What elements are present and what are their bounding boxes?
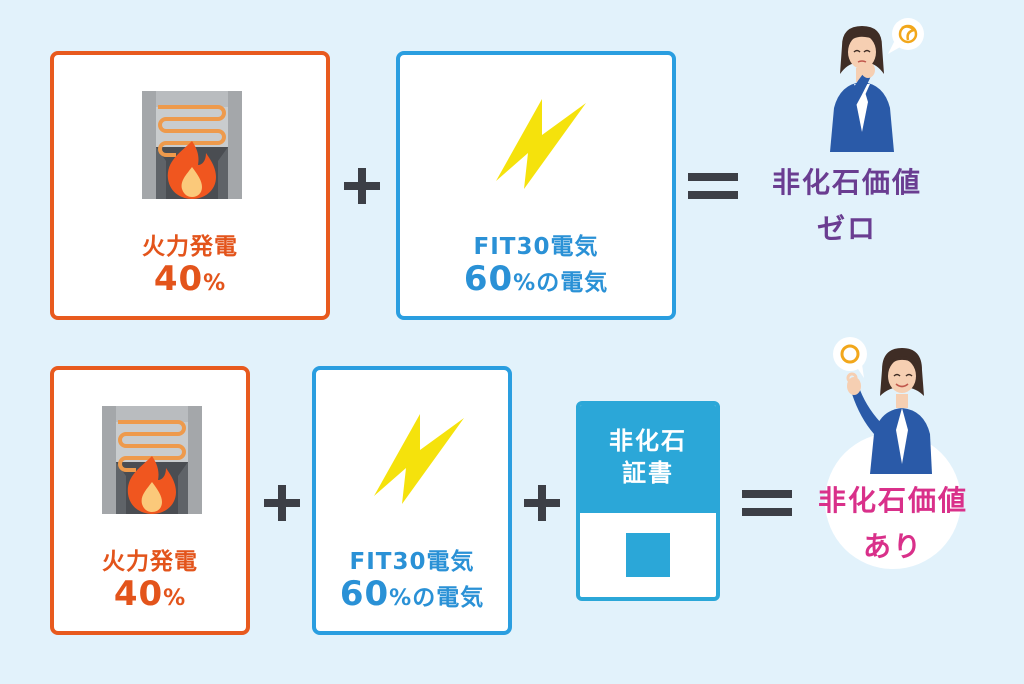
plus-sign — [264, 485, 300, 521]
lightning-bolt-icon — [360, 408, 470, 518]
result-available-line2: あり — [862, 530, 923, 563]
fit-electricity-percent: 60%の電気 — [463, 259, 609, 299]
fire-power-percent: 40% — [153, 259, 227, 299]
lightning-bolt-icon — [482, 93, 592, 203]
fire-power-label: 火力発電 — [142, 234, 238, 260]
fire-power-box: 火力発電 40% — [50, 51, 330, 320]
certificate-line2: 証書 — [622, 459, 674, 487]
certificate-header: 非化石 証書 — [580, 405, 716, 513]
worried-woman-icon — [830, 18, 924, 152]
result-zero: 非化石価値 ゼロ — [752, 160, 942, 252]
fit-electricity-box: FIT30電気 60%の電気 — [396, 51, 676, 320]
furnace-fire-icon — [96, 402, 208, 514]
result-zero-line2: ゼロ — [816, 212, 877, 245]
plus-sign — [524, 485, 560, 521]
fire-power-percent-2: 40% — [113, 574, 187, 614]
furnace-fire-icon — [136, 87, 248, 199]
non-fossil-certificate: 非化石 証書 — [576, 401, 720, 601]
fit-electricity-label-2: FIT30電気 — [349, 549, 475, 575]
fire-power-box-2: 火力発電 40% — [50, 366, 250, 635]
fire-power-label-2: 火力発電 — [102, 549, 198, 575]
equals-sign — [742, 490, 792, 516]
result-available-line1: 非化石価値 — [817, 484, 968, 517]
fit-electricity-box-2: FIT30電気 60%の電気 — [312, 366, 512, 635]
result-zero-line1: 非化石価値 — [771, 166, 922, 199]
plus-sign — [344, 168, 380, 204]
ok-woman-icon — [833, 337, 932, 474]
fit-electricity-label: FIT30電気 — [473, 234, 599, 260]
equals-sign — [688, 173, 738, 199]
certificate-line1: 非化石 — [609, 427, 687, 455]
certificate-stamp — [626, 533, 670, 577]
result-available: 非化石価値 あり — [798, 478, 988, 570]
fit-electricity-percent-2: 60%の電気 — [339, 574, 485, 614]
